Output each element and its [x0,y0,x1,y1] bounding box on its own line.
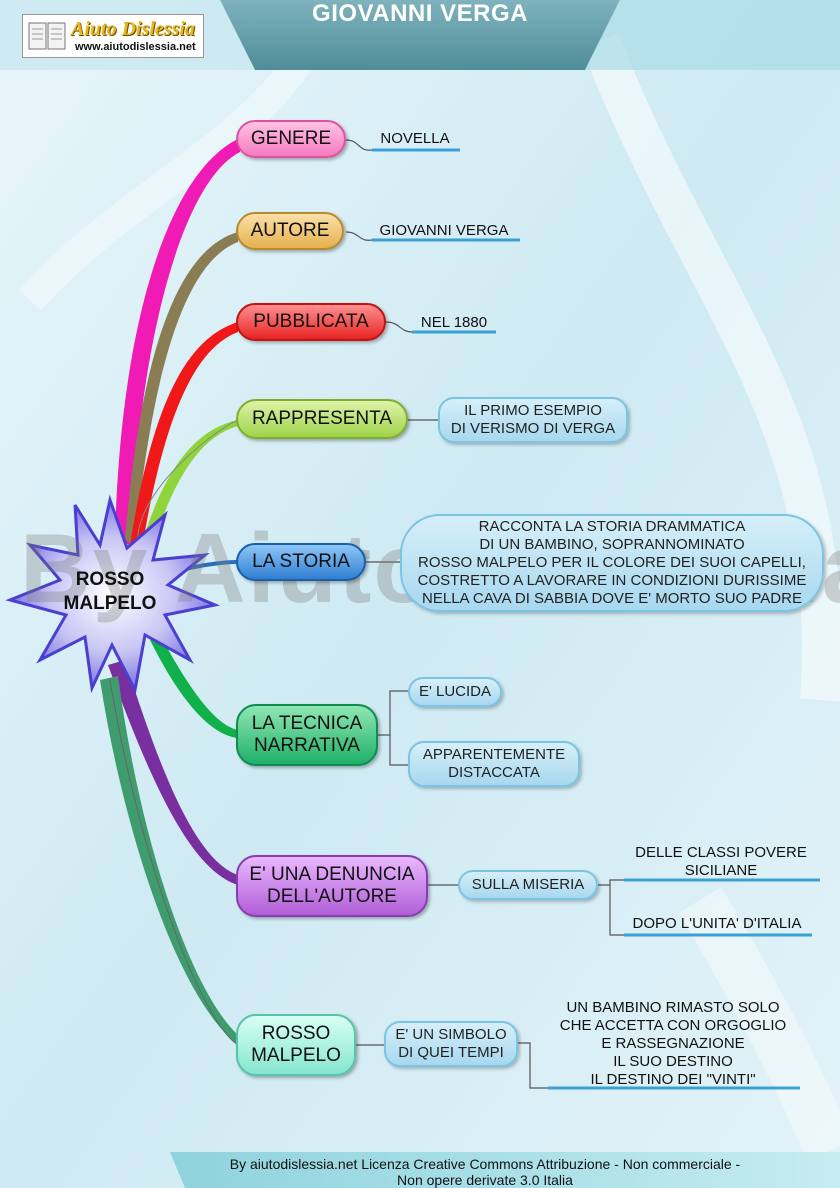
denuncia-leaf-1-line-2: SICILIANE [684,862,758,879]
storia-bubble: RACCONTA LA STORIA DRAMMATICA DI UN BAMB… [400,514,824,612]
rosso-sub-line-2: DI QUEI TEMPI [398,1044,504,1061]
license-footer: By aiutodislessia.net Licenza Creative C… [170,1156,800,1188]
rappresenta-value-line-1: IL PRIMO ESEMPIO [464,402,602,419]
storia-label: LA STORIA [252,551,350,572]
denuncia-leaf-1: DELLE CLASSI POVERE SICILIANE [624,844,818,880]
storia-node: LA STORIA [236,543,366,581]
license-line-1: By aiutodislessia.net Licenza Creative C… [229,1156,741,1172]
tecnica-item-lucida-text: E' LUCIDA [418,683,492,700]
denuncia-leaf-2: DOPO L'UNITA' D'ITALIA [632,915,802,932]
rosso-label-line-2: MALPELO [251,1045,341,1066]
genere-node: GENERE [236,120,346,158]
rosso-leaf-line-1: UN BAMBINO RIMASTO SOLO [566,999,780,1016]
pubblicata-node: PUBBLICATA [236,303,386,341]
rosso-leaf-line-5: IL DESTINO DEI "VINTI" [590,1071,756,1088]
denuncia-sub-text: SULLA MISERIA [471,876,585,893]
logo-url: www.aiutodislessia.net [75,41,196,53]
rosso-sub-bubble: E' UN SIMBOLO DI QUEI TEMPI [384,1021,518,1067]
rosso-leaf: UN BAMBINO RIMASTO SOLO CHE ACCETTA CON … [548,999,798,1089]
denuncia-sub-bubble: SULLA MISERIA [458,870,598,900]
autore-value: GIOVANNI VERGA [379,222,509,239]
denuncia-label-line-2: DELL'AUTORE [267,886,397,907]
rosso-label-line-1: ROSSO [261,1023,331,1044]
rappresenta-value-bubble: IL PRIMO ESEMPIO DI VERISMO DI VERGA [438,397,628,443]
storia-line-3: ROSSO MALPELO PER IL COLORE DEI SUOI CAP… [418,554,806,571]
genere-label: GENERE [250,128,332,149]
center-line-1: ROSSO [75,569,145,590]
tecnica-label-line-2: NARRATIVA [254,735,360,756]
rosso-sub-line-1: E' UN SIMBOLO [395,1026,507,1043]
tecnica-item-distaccata: APPARENTEMENTE DISTACCATA [408,741,580,787]
denuncia-leaf-1-line-1: DELLE CLASSI POVERE [635,844,807,861]
page-title: GIOVANNI VERGA [312,0,528,27]
center-star [5,494,221,695]
tecnica-node: LA TECNICA NARRATIVA [236,704,378,766]
storia-line-4: COSTRETTO A LAVORARE IN CONDIZIONI DURIS… [417,572,807,589]
rappresenta-value-line-2: DI VERISMO DI VERGA [450,420,616,437]
tecnica-label-line-1: LA TECNICA [251,713,363,734]
rosso-leaf-line-4: IL SUO DESTINO [613,1053,733,1070]
pubblicata-label: PUBBLICATA [253,311,369,332]
license-line-2: Non opere derivate 3.0 Italia [397,1172,573,1188]
rappresenta-label: RAPPRESENTA [251,408,393,429]
storia-line-5: NELLA CAVA DI SABBIA DOVE E' MORTO SUO P… [422,590,802,607]
rosso-node: ROSSO MALPELO [236,1014,356,1076]
rappresenta-node: RAPPRESENTA [236,399,408,439]
autore-label: AUTORE [250,220,330,241]
center-node-label: ROSSO MALPELO [40,568,180,616]
site-logo[interactable]: Aiuto Dislessia www.aiutodislessia.net [22,14,204,58]
storia-line-1: RACCONTA LA STORIA DRAMMATICA [478,518,746,535]
tecnica-item-distaccata-line-1: APPARENTEMENTE [422,746,566,763]
tecnica-item-distaccata-line-2: DISTACCATA [448,764,540,781]
autore-node: AUTORE [236,212,344,250]
genere-value: NOVELLA [380,130,450,147]
denuncia-label-line-1: E' UNA DENUNCIA [249,864,415,885]
rosso-leaf-line-3: E RASSEGNAZIONE [601,1035,745,1052]
center-line-2: MALPELO [63,593,157,614]
rosso-leaf-line-2: CHE ACCETTA CON ORGOGLIO [559,1017,787,1034]
logo-name: Aiuto Dislessia [71,18,195,40]
storia-line-2: DI UN BAMBINO, SOPRANNOMINATO [479,536,745,553]
denuncia-node: E' UNA DENUNCIA DELL'AUTORE [236,855,428,917]
book-icon [28,22,66,50]
tecnica-item-lucida: E' LUCIDA [408,677,502,707]
pubblicata-value: NEL 1880 [420,314,488,331]
